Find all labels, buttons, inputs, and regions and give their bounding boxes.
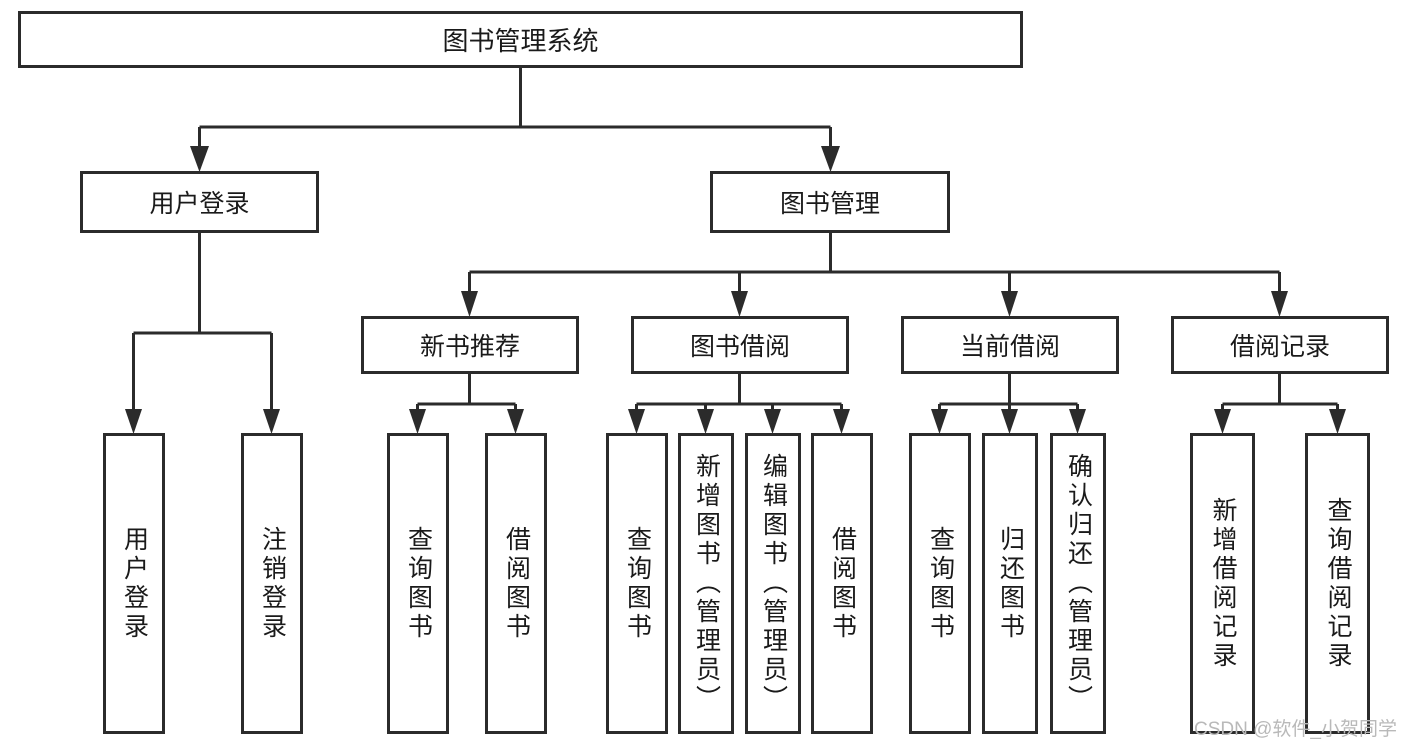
node-borrow-record-box[interactable]	[1171, 316, 1389, 374]
arrow-head-recommend-leaf-1	[409, 409, 426, 434]
leaf-current-return-book-box[interactable]	[982, 433, 1038, 734]
leaf-recommend-query-book-box[interactable]	[387, 433, 449, 734]
connector-layer	[125, 67, 1346, 434]
leaf-borrow-edit-book-box[interactable]	[745, 433, 801, 734]
leaf-record-query-box[interactable]	[1305, 433, 1370, 734]
arrow-head-user-login	[190, 146, 209, 172]
arrow-head-recommend-leaf-2	[507, 409, 524, 434]
arrow-head-borrow-leaf-2	[697, 409, 714, 434]
arrow-head-record-leaf-1	[1214, 409, 1231, 434]
leaf-user-login-box[interactable]	[103, 433, 165, 734]
arrow-head-borrow-record	[1271, 291, 1288, 317]
leaf-logout-box[interactable]	[241, 433, 303, 734]
arrow-head-current-borrow	[1001, 291, 1018, 317]
node-new-book-recommend-box[interactable]	[361, 316, 579, 374]
arrow-head-current-leaf-1	[931, 409, 948, 434]
node-root-box[interactable]	[18, 11, 1023, 68]
arrow-head-leaf-user-login	[125, 409, 142, 434]
arrow-head-current-leaf-3	[1069, 409, 1086, 434]
arrow-head-record-leaf-2	[1329, 409, 1346, 434]
leaf-borrow-query-book-box[interactable]	[606, 433, 668, 734]
arrow-head-book-mgmt	[821, 146, 840, 172]
node-user-login-box[interactable]	[80, 171, 319, 233]
leaf-recommend-borrow-book-box[interactable]	[485, 433, 547, 734]
leaf-current-confirm-return-box[interactable]	[1050, 433, 1106, 734]
arrow-head-borrow-leaf-4	[833, 409, 850, 434]
arrow-head-borrow-leaf-3	[764, 409, 781, 434]
leaf-record-add-box[interactable]	[1190, 433, 1255, 734]
leaf-borrow-add-book-box[interactable]	[678, 433, 734, 734]
node-book-mgmt-box[interactable]	[710, 171, 950, 233]
arrow-head-new-book-recommend	[461, 291, 478, 317]
arrow-head-book-borrow	[731, 291, 748, 317]
leaf-borrow-borrow-book-box[interactable]	[811, 433, 873, 734]
node-box-layer	[18, 11, 1389, 734]
arrow-head-leaf-logout	[263, 409, 280, 434]
node-book-borrow-box[interactable]	[631, 316, 849, 374]
node-current-borrow-box[interactable]	[901, 316, 1119, 374]
arrow-head-borrow-leaf-1	[628, 409, 645, 434]
arrow-head-current-leaf-2	[1001, 409, 1018, 434]
leaf-current-query-book-box[interactable]	[909, 433, 971, 734]
